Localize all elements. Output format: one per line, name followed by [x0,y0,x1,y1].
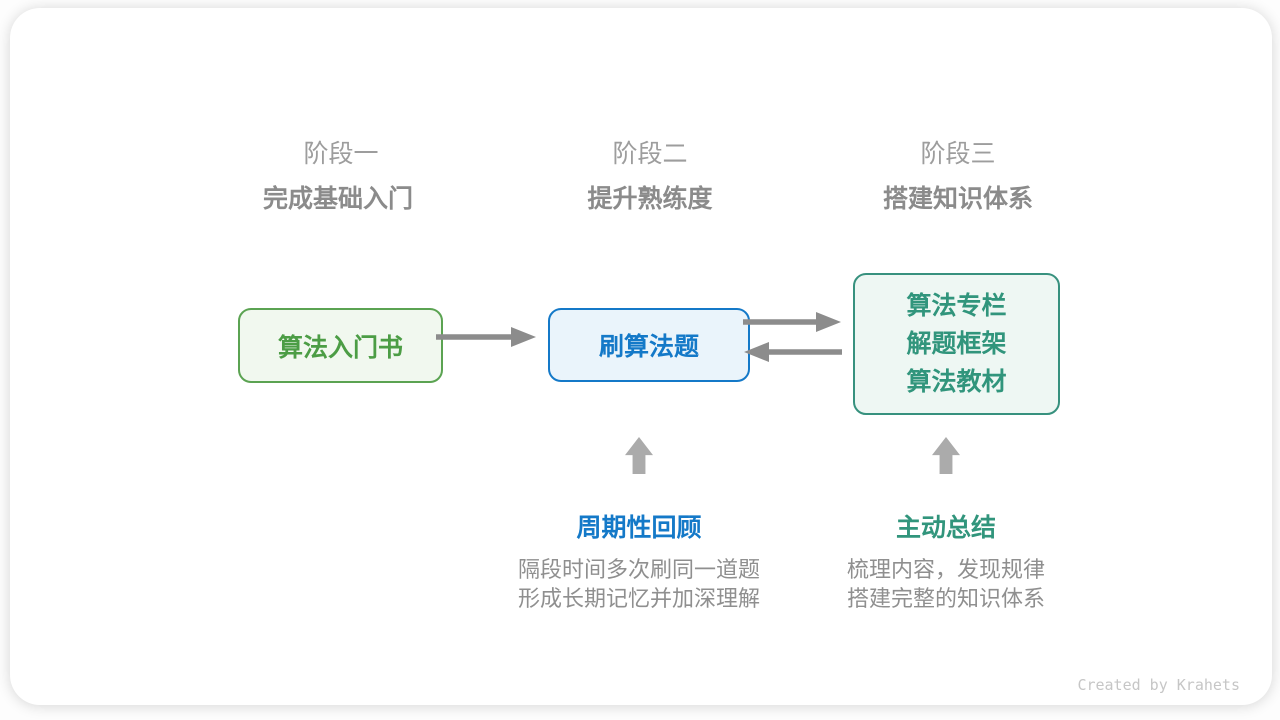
node-resources-line-2: 解题框架 [906,330,1007,358]
stage-3-title: 搭建知识体系 [882,185,1034,213]
annotation-review-title: 周期性回顾 [576,514,702,542]
annotation-summary-title: 主动总结 [895,514,997,542]
node-resources: 算法专栏 解题框架 算法教材 [853,273,1060,415]
node-practice-label: 刷算法题 [598,333,699,361]
node-intro-book: 算法入门书 [238,308,443,383]
credit-text: Created by Krahets [1077,676,1240,694]
stage-2-label: 阶段二 [612,140,688,168]
annotation-review-desc-line-2: 形成长期记忆并加深理解 [517,585,761,611]
node-resources-line-1: 算法专栏 [906,292,1007,320]
stage-2-title: 提升熟练度 [587,185,713,213]
stage-1-title: 完成基础入门 [262,185,414,213]
stage-1-label: 阶段一 [303,140,379,168]
annotation-summary-desc-line-1: 梳理内容，发现规律 [846,557,1046,582]
node-practice: 刷算法题 [548,308,750,382]
stage-3-label: 阶段三 [920,140,996,168]
diagram-card: 阶段一 完成基础入门 阶段二 提升熟练度 阶段三 搭建知识体系 算法入门书 刷算… [10,8,1272,705]
annotation-summary-desc: 梳理内容，发现规律 搭建完整的知识体系 [847,556,1045,613]
node-resources-line-3: 算法教材 [906,368,1007,396]
annotation-review-desc-line-1: 隔段时间多次刷同一道题 [517,557,761,582]
annotation-summary-desc-line-2: 搭建完整的知识体系 [846,585,1046,611]
annotation-review-desc: 隔段时间多次刷同一道题 形成长期记忆并加深理解 [518,556,760,613]
node-intro-book-label: 算法入门书 [277,333,403,362]
